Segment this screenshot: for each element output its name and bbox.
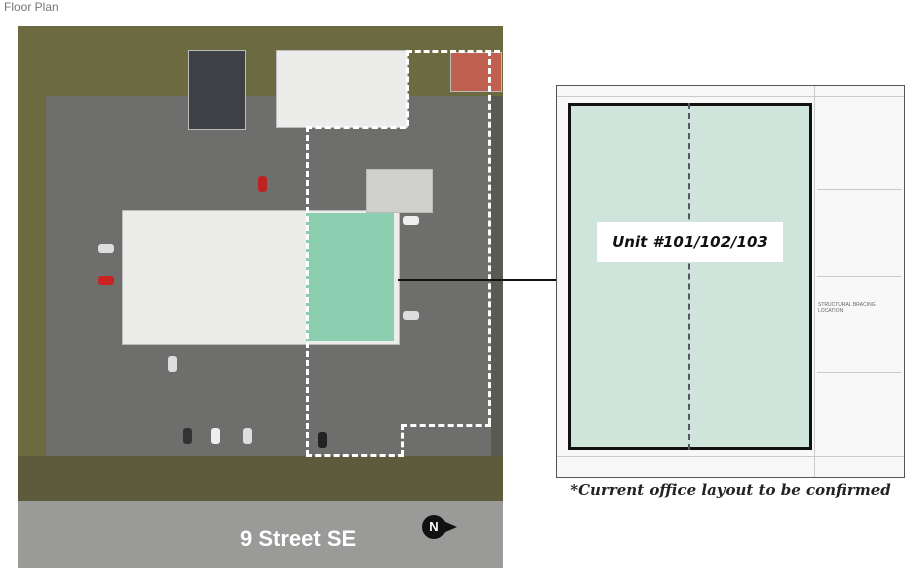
building-roof xyxy=(188,50,246,130)
car xyxy=(211,428,220,444)
highlighted-unit xyxy=(306,213,394,341)
building-roof xyxy=(450,52,502,92)
grid-line xyxy=(557,456,904,457)
property-boundary xyxy=(406,50,500,53)
vegetation xyxy=(18,26,48,501)
grid-line xyxy=(814,86,815,477)
page-title: Floor Plan xyxy=(4,0,59,14)
grid-line xyxy=(557,96,904,97)
grid-line xyxy=(817,276,902,277)
car xyxy=(98,244,114,253)
north-arrow-icon xyxy=(443,521,457,533)
property-boundary xyxy=(306,126,406,129)
structural-note: STRUCTURAL BRACING LOCATION xyxy=(818,302,876,314)
connector-line xyxy=(398,279,568,281)
grid-line xyxy=(817,372,902,373)
property-boundary xyxy=(406,50,409,126)
caption: *Current office layout to be confirmed xyxy=(570,481,891,499)
car xyxy=(403,311,419,320)
unit-label: Unit #101/102/103 xyxy=(597,222,783,262)
car xyxy=(98,276,114,285)
car xyxy=(403,216,419,225)
unit-divider xyxy=(688,103,690,450)
property-boundary xyxy=(306,454,404,457)
property-boundary xyxy=(306,126,309,456)
car xyxy=(183,428,192,444)
building-roof xyxy=(366,169,433,213)
property-boundary xyxy=(401,424,404,456)
vegetation xyxy=(18,26,503,96)
vegetation xyxy=(18,456,503,506)
street xyxy=(18,501,503,568)
aerial-map: 9 Street SE N xyxy=(18,26,503,568)
north-indicator: N xyxy=(422,515,446,539)
street-label: 9 Street SE xyxy=(240,526,357,551)
grid-line xyxy=(817,189,902,190)
property-boundary xyxy=(488,50,491,424)
car xyxy=(243,428,252,444)
car xyxy=(168,356,177,372)
car xyxy=(258,176,267,192)
car xyxy=(318,432,327,448)
building-roof xyxy=(276,50,408,128)
unit-outline xyxy=(568,103,812,450)
property-boundary xyxy=(401,424,491,427)
